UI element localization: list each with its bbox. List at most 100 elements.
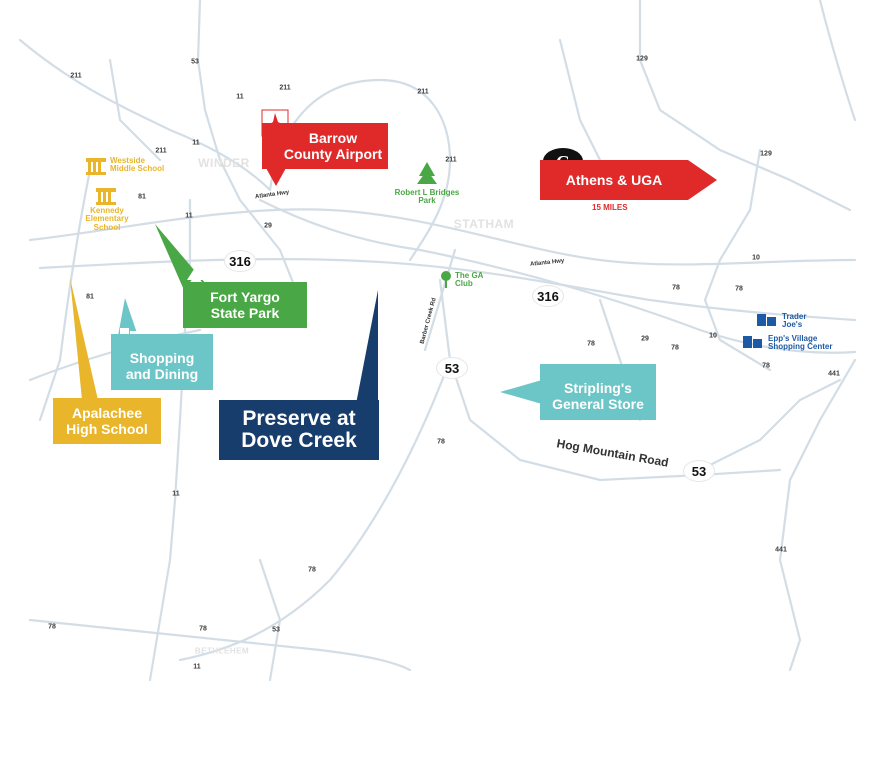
route-number: 211 (279, 84, 291, 92)
school-icon-kennedy (96, 188, 116, 205)
road-441 (778, 358, 857, 672)
shopping-dining-label-line1: Shopping (129, 350, 195, 366)
epps-village-label: Epp's Village Shopping Center (768, 334, 833, 352)
route-number: 78 (671, 344, 679, 352)
highway-316-shield: 316 (533, 286, 563, 306)
preserve-label-line1: Preserve at (242, 406, 356, 430)
town-winder: WINDER (198, 156, 250, 170)
shopping-dining-label-line2: and Dining (125, 366, 199, 382)
road-78-south (178, 358, 452, 662)
bridges-park-label: Robert L Bridges Park (388, 188, 466, 206)
route-number: 53 (272, 626, 280, 634)
westside-label-line1: Westside (110, 156, 145, 165)
route-number: 441 (775, 546, 787, 554)
route-number: 53 (191, 58, 199, 66)
route-number: 129 (636, 55, 648, 63)
athens-label: Athens & UGA (565, 172, 663, 188)
route-number: 10 (752, 254, 760, 262)
route-number: 11 (172, 490, 180, 498)
route-number: 10 (709, 332, 717, 340)
stripling-callout: Stripling's General Store (540, 364, 656, 420)
route-number: 211 (155, 147, 167, 155)
fort-yargo-callout: Fort Yargo State Park (183, 282, 307, 328)
westside-label: Westside Middle School (110, 156, 165, 174)
airport-label-line2: County Airport (283, 146, 383, 162)
ga-club-label-line2: Club (455, 279, 473, 289)
shopping-pointer (118, 298, 138, 336)
road-small-4 (258, 558, 282, 682)
westside-label-line2: Middle School (110, 164, 165, 174)
kennedy-label: Kennedy Elementary School (80, 206, 134, 232)
route-number: 211 (70, 72, 82, 80)
route-number: 11 (185, 212, 193, 220)
route-number: 29 (264, 222, 272, 230)
apalachee-label-line1: Apalachee (71, 405, 143, 421)
ga-club-label-line1: The GA (455, 271, 484, 280)
road-129-north (818, 0, 857, 122)
golf-icon (441, 271, 451, 288)
road-10 (703, 148, 772, 372)
bridges-park-label-line1: Robert L Bridges (394, 188, 460, 197)
epps-village-label-line1: Epp's Village (768, 334, 818, 343)
route-number: 211 (417, 88, 429, 96)
route-number: 441 (828, 370, 840, 378)
road-81 (38, 168, 92, 422)
road-hog-mtn-east (698, 378, 842, 472)
stripling-label-line2: General Store (552, 396, 644, 412)
road-316 (38, 257, 857, 322)
route-number: 81 (86, 293, 94, 301)
shopping-dining-callout: Shopping and Dining (111, 334, 213, 390)
airport-callout: Barrow County Airport (262, 123, 388, 169)
route-number: 29 (641, 335, 649, 343)
trader-joes-label-line2: Joe's (782, 320, 803, 330)
epps-village-label-line2: Shopping Center (768, 342, 833, 352)
road-211-loop (268, 78, 452, 262)
preserve-label-line2: Dove Creek (241, 429, 357, 452)
highway-53-shield: 53 (437, 358, 467, 378)
fort-yargo-label-line1: Fort Yargo (210, 289, 280, 305)
school-icon-westside (86, 158, 106, 175)
trader-joes-label: Trader Joe's (782, 312, 807, 330)
route-number: 78 (437, 438, 445, 446)
route-number: 78 (308, 566, 316, 574)
bridges-park-label-line2: Park (418, 196, 436, 206)
tree-icon (417, 162, 437, 184)
route-number: 78 (48, 623, 56, 631)
route-number: 78 (735, 285, 743, 293)
apalachee-label-line2: High School (66, 421, 148, 437)
athens-arrow-head (688, 160, 717, 200)
kennedy-label-line2: Elementary (85, 214, 129, 224)
trader-joes-label-line1: Trader (782, 312, 807, 321)
road-small-2 (558, 38, 602, 162)
road-29 (258, 198, 857, 354)
route-number: 129 (760, 150, 772, 158)
route-number: 78 (762, 362, 770, 370)
preserve-pointer (356, 290, 378, 404)
town-bethlehem: BETHLEHEM (194, 646, 250, 656)
kennedy-label-line1: Kennedy (90, 206, 124, 215)
athens-distance: 15 MILES (592, 203, 628, 212)
shopping-bag-icon-stripling (542, 354, 561, 366)
route-number: 11 (236, 93, 244, 101)
road-129 (638, 0, 852, 212)
route-number: 78 (199, 625, 207, 633)
route-number: 11 (192, 139, 200, 147)
airport-pointer (266, 168, 286, 186)
route-number: 78 (672, 284, 680, 292)
town-statham: STATHAM (453, 217, 515, 231)
ga-club-label: The GA Club (455, 271, 484, 289)
kennedy-label-line3: School (93, 222, 121, 232)
road-53-north (196, 0, 302, 302)
route-number: 11 (193, 663, 201, 671)
apalachee-callout: Apalachee High School (53, 398, 161, 444)
road-small-1 (108, 58, 162, 162)
stripling-label-line1: Stripling's (564, 380, 632, 396)
airport-label-line1: Barrow (308, 130, 358, 146)
route-number: 78 (587, 340, 595, 348)
route-number: 211 (445, 156, 457, 164)
shopping-bag-icon-epps (743, 336, 762, 348)
highway-53-shield: 53 (684, 461, 714, 481)
preserve-callout: Preserve at Dove Creek (219, 400, 379, 460)
road-78-bottom (28, 618, 412, 672)
